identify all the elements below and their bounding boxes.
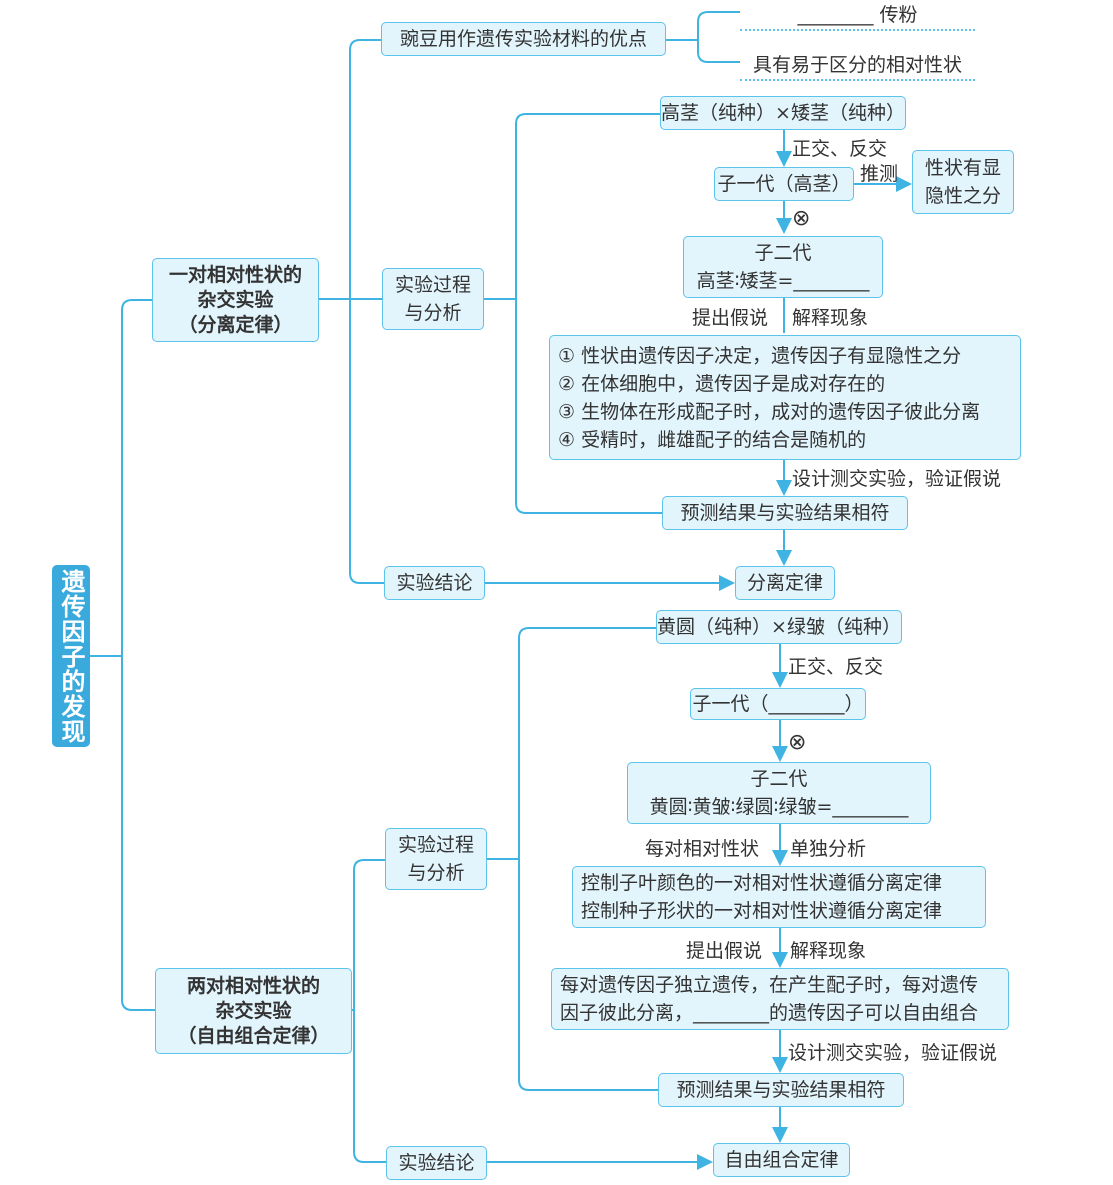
node-line: 隐性之分	[924, 185, 1001, 207]
node-line: 与分析	[404, 302, 462, 324]
hypothesis-label-2: 提出假说	[686, 940, 763, 962]
advantage-distinct-traits: 具有易于区分的相对性状	[740, 50, 975, 81]
explain-label-2: 解释现象	[790, 940, 867, 962]
f2-node-2: 子二代黄圆∶黄皱∶绿圆∶绿皱=________	[627, 762, 931, 824]
hypothesis-label: 提出假说	[692, 307, 769, 329]
hypothesis-item: ① 性状由遗传因子决定，遗传因子有显隐性之分	[558, 344, 962, 367]
hypothesis-item: ④ 受精时，雌雄配子的结合是随机的	[558, 428, 867, 451]
dominance-node: 性状有显隐性之分	[912, 150, 1014, 214]
conclusion-node-2: 实验结论	[386, 1146, 487, 1180]
node-line: 与分析	[407, 862, 465, 884]
control-item: 控制种子形状的一对相对性状遵循分离定律	[581, 900, 943, 922]
parental-cross-node: 高茎（纯种）×矮茎（纯种）	[660, 96, 906, 130]
testcross-label-2: 设计测交实验，验证假说	[788, 1042, 998, 1064]
reciprocal-cross-label-2: 正交、反交	[788, 656, 884, 678]
parental-cross-node-2: 黄圆（纯种）×绿皱（纯种）	[656, 610, 902, 644]
f2-ratio-blank: 高茎∶矮茎=________	[696, 270, 870, 292]
node-line: 子二代	[754, 242, 812, 264]
hypothesis-item: ③ 生物体在形成配子时，成对的遗传因子彼此分离	[558, 400, 981, 423]
infer-label: 推测	[860, 163, 899, 185]
topic-mendel-segregation: 一对相对性状的杂交实验（分离定律）	[152, 258, 319, 342]
topic-line: 一对相对性状的	[168, 263, 302, 286]
prediction-match-node: 预测结果与实验结果相符	[662, 496, 908, 530]
hypothesis-item: ② 在体细胞中，遗传因子是成对存在的	[558, 372, 886, 395]
selfing-icon: ⊗	[792, 206, 811, 231]
explain-label: 解释现象	[792, 307, 869, 329]
f1-node: 子一代（高茎）	[714, 167, 854, 201]
node-line: 性状有显	[924, 157, 1001, 179]
topic-independent-assortment: 两对相对性状的杂交实验（自由组合定律）	[155, 968, 352, 1054]
f1-node-2: 子一代（________）	[690, 688, 866, 720]
hypothesis-line: 因子彼此分离，________的遗传因子可以自由组合	[560, 1002, 979, 1024]
separate-analysis-label: 单独分析	[790, 838, 867, 860]
segregation-law-node: 分离定律	[735, 566, 835, 600]
pea-advantages-node: 豌豆用作遗传实验材料的优点	[381, 22, 666, 56]
hypothesis-line: 每对遗传因子独立遗传，在产生配子时，每对遗传	[560, 974, 979, 996]
process-analysis-node-2: 实验过程与分析	[385, 828, 487, 890]
control-traits-node: 控制子叶颜色的一对相对性状遵循分离定律控制种子形状的一对相对性状遵循分离定律	[572, 866, 986, 928]
process-analysis-node: 实验过程与分析	[382, 268, 484, 330]
hypothesis-node: ① 性状由遗传因子决定，遗传因子有显隐性之分 ② 在体细胞中，遗传因子是成对存在的…	[549, 335, 1021, 460]
selfing-icon-2: ⊗	[788, 730, 807, 755]
testcross-label: 设计测交实验，验证假说	[792, 468, 1002, 490]
topic-line: 杂交实验	[215, 999, 292, 1022]
hypothesis-node-2: 每对遗传因子独立遗传，在产生配子时，每对遗传因子彼此分离，________的遗传…	[551, 968, 1009, 1030]
advantage-self-pollination: ________ 传粉	[740, 0, 975, 31]
control-item: 控制子叶颜色的一对相对性状遵循分离定律	[581, 872, 943, 894]
f2-ratio-blank: 黄圆∶黄皱∶绿圆∶绿皱=________	[649, 796, 909, 818]
conclusion-node: 实验结论	[384, 566, 485, 600]
root-topic: 遗传因子的发现	[52, 565, 90, 747]
topic-line: 两对相对性状的	[186, 974, 320, 997]
f2-node: 子二代高茎∶矮茎=________	[683, 236, 883, 298]
node-line: 子二代	[750, 768, 808, 790]
node-line: 实验过程	[394, 274, 471, 296]
topic-line: 杂交实验	[197, 288, 274, 311]
each-trait-label: 每对相对性状	[645, 838, 760, 860]
topic-line: （自由组合定律）	[177, 1024, 330, 1047]
assortment-law-node: 自由组合定律	[713, 1143, 850, 1177]
topic-line: （分离定律）	[178, 313, 293, 336]
node-line: 实验过程	[397, 834, 474, 856]
reciprocal-cross-label: 正交、反交	[792, 138, 888, 160]
prediction-match-node-2: 预测结果与实验结果相符	[658, 1073, 904, 1107]
